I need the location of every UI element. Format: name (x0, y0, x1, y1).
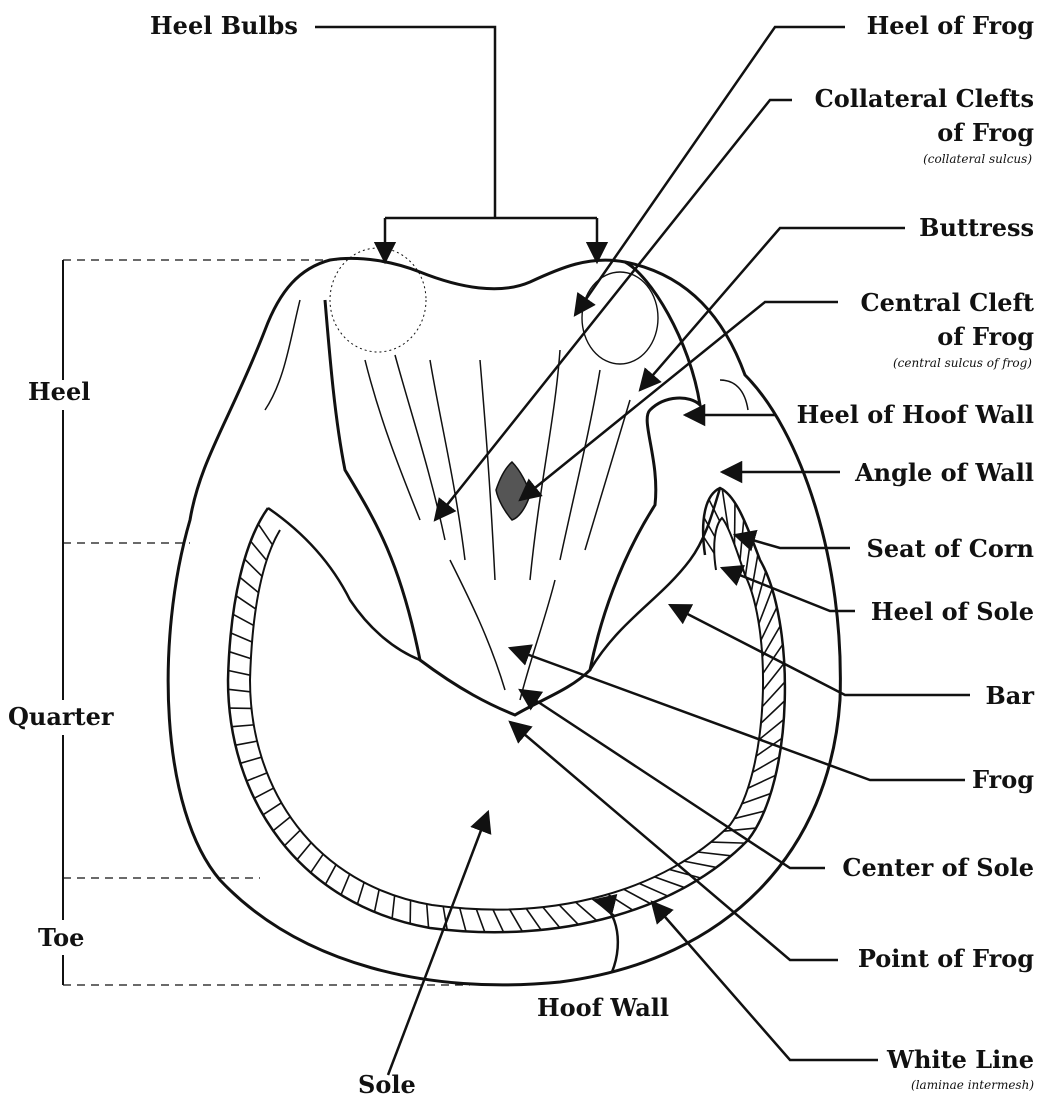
label-buttress: Buttress (919, 214, 1034, 242)
bar-left (268, 508, 420, 660)
white-line-segment (251, 541, 267, 560)
label-white-line-note: (laminae intermesh) (911, 1078, 1034, 1092)
label-white-line: White Line (887, 1046, 1034, 1074)
white-line-segment (510, 909, 523, 931)
label-angle-of-wall: Angle of Wall (855, 459, 1034, 487)
white-line-segment (734, 503, 735, 545)
white-line-segment (745, 537, 751, 576)
heel-bulb-right (582, 272, 658, 364)
white-line-segment (374, 890, 379, 912)
label-central-cleft-line1: Central Cleft (861, 289, 1034, 317)
white-line-segment (751, 554, 757, 591)
white-line-segment (229, 652, 251, 659)
region-label-toe: Toe (38, 924, 84, 952)
label-center-of-sole: Center of Sole (842, 854, 1034, 882)
white-line-segment (698, 852, 731, 856)
white-line-segment (247, 773, 267, 781)
white-line-segment (285, 830, 301, 846)
label-point-of-frog: Point of Frog (858, 945, 1034, 973)
label-collateral-clefts-line1: Collateral Clefts (815, 85, 1034, 113)
label-central-cleft-note: (central sulcus of frog) (893, 356, 1032, 370)
white-line-segment (756, 571, 766, 607)
white-line-segment (232, 725, 254, 727)
white-line-segment (258, 524, 272, 545)
label-bar: Bar (986, 682, 1034, 710)
white-line-segment (460, 908, 466, 931)
label-collateral-clefts-line2: of Frog (937, 119, 1034, 147)
white-line-segment (740, 519, 744, 560)
label-heel-bulbs: Heel Bulbs (150, 12, 298, 40)
region-bracket (63, 260, 470, 985)
white-line-segment (357, 882, 364, 904)
white-line-segment (233, 614, 254, 625)
label-collateral-clefts-note: (collateral sulcus) (923, 152, 1032, 166)
region-label-heel: Heel (28, 378, 90, 406)
white-line-segment (263, 803, 281, 815)
white-line-segment (254, 788, 273, 798)
label-central-cleft-line2: of Frog (937, 323, 1034, 351)
white-line-segment (493, 909, 504, 932)
white-line-segment (427, 904, 429, 928)
white-line-segment (231, 633, 252, 642)
white-line-segment (639, 883, 667, 896)
central-cleft (496, 462, 530, 520)
white-line-segment (240, 757, 261, 763)
label-hoof-wall: Hoof Wall (537, 994, 669, 1022)
heel-bulb-left (330, 248, 426, 352)
white-line-segment (297, 843, 311, 860)
label-seat-of-corn: Seat of Corn (867, 535, 1034, 563)
white-line-segment (228, 670, 250, 675)
white-line-segment (392, 896, 395, 919)
label-heel-of-sole: Heel of Sole (871, 598, 1034, 626)
white-line-segment (235, 741, 257, 745)
white-line-segment (543, 907, 560, 928)
white-line-segment (576, 902, 597, 921)
white-line-segment (624, 889, 651, 903)
white-line-segment (236, 596, 256, 609)
label-heel-of-hoof-wall: Heel of Hoof Wall (797, 401, 1034, 429)
white-line-segment (684, 861, 716, 867)
white-line-segment (655, 877, 685, 888)
label-sole: Sole (358, 1071, 416, 1099)
white-line-segment (341, 874, 350, 895)
white-line-segment (245, 559, 262, 576)
white-line-segment (273, 817, 290, 831)
white-line-segment (228, 689, 250, 692)
region-label-quarter: Quarter (8, 703, 114, 731)
white-line-segment (240, 577, 259, 592)
white-line-segment (711, 842, 745, 843)
label-heel-of-frog: Heel of Frog (867, 12, 1034, 40)
white-line-segment (608, 894, 633, 910)
white-line-segment (476, 909, 484, 932)
white-line-segment (526, 909, 541, 930)
white-line-segment (311, 854, 323, 872)
bar-right (590, 488, 720, 670)
white-line-segment (759, 589, 772, 624)
heel-bulbs-bracket (315, 27, 597, 262)
white-line-segment (559, 905, 578, 925)
label-frog: Frog (972, 766, 1034, 794)
white-line-segment (325, 865, 336, 885)
hoof-wall-outline (168, 258, 840, 985)
